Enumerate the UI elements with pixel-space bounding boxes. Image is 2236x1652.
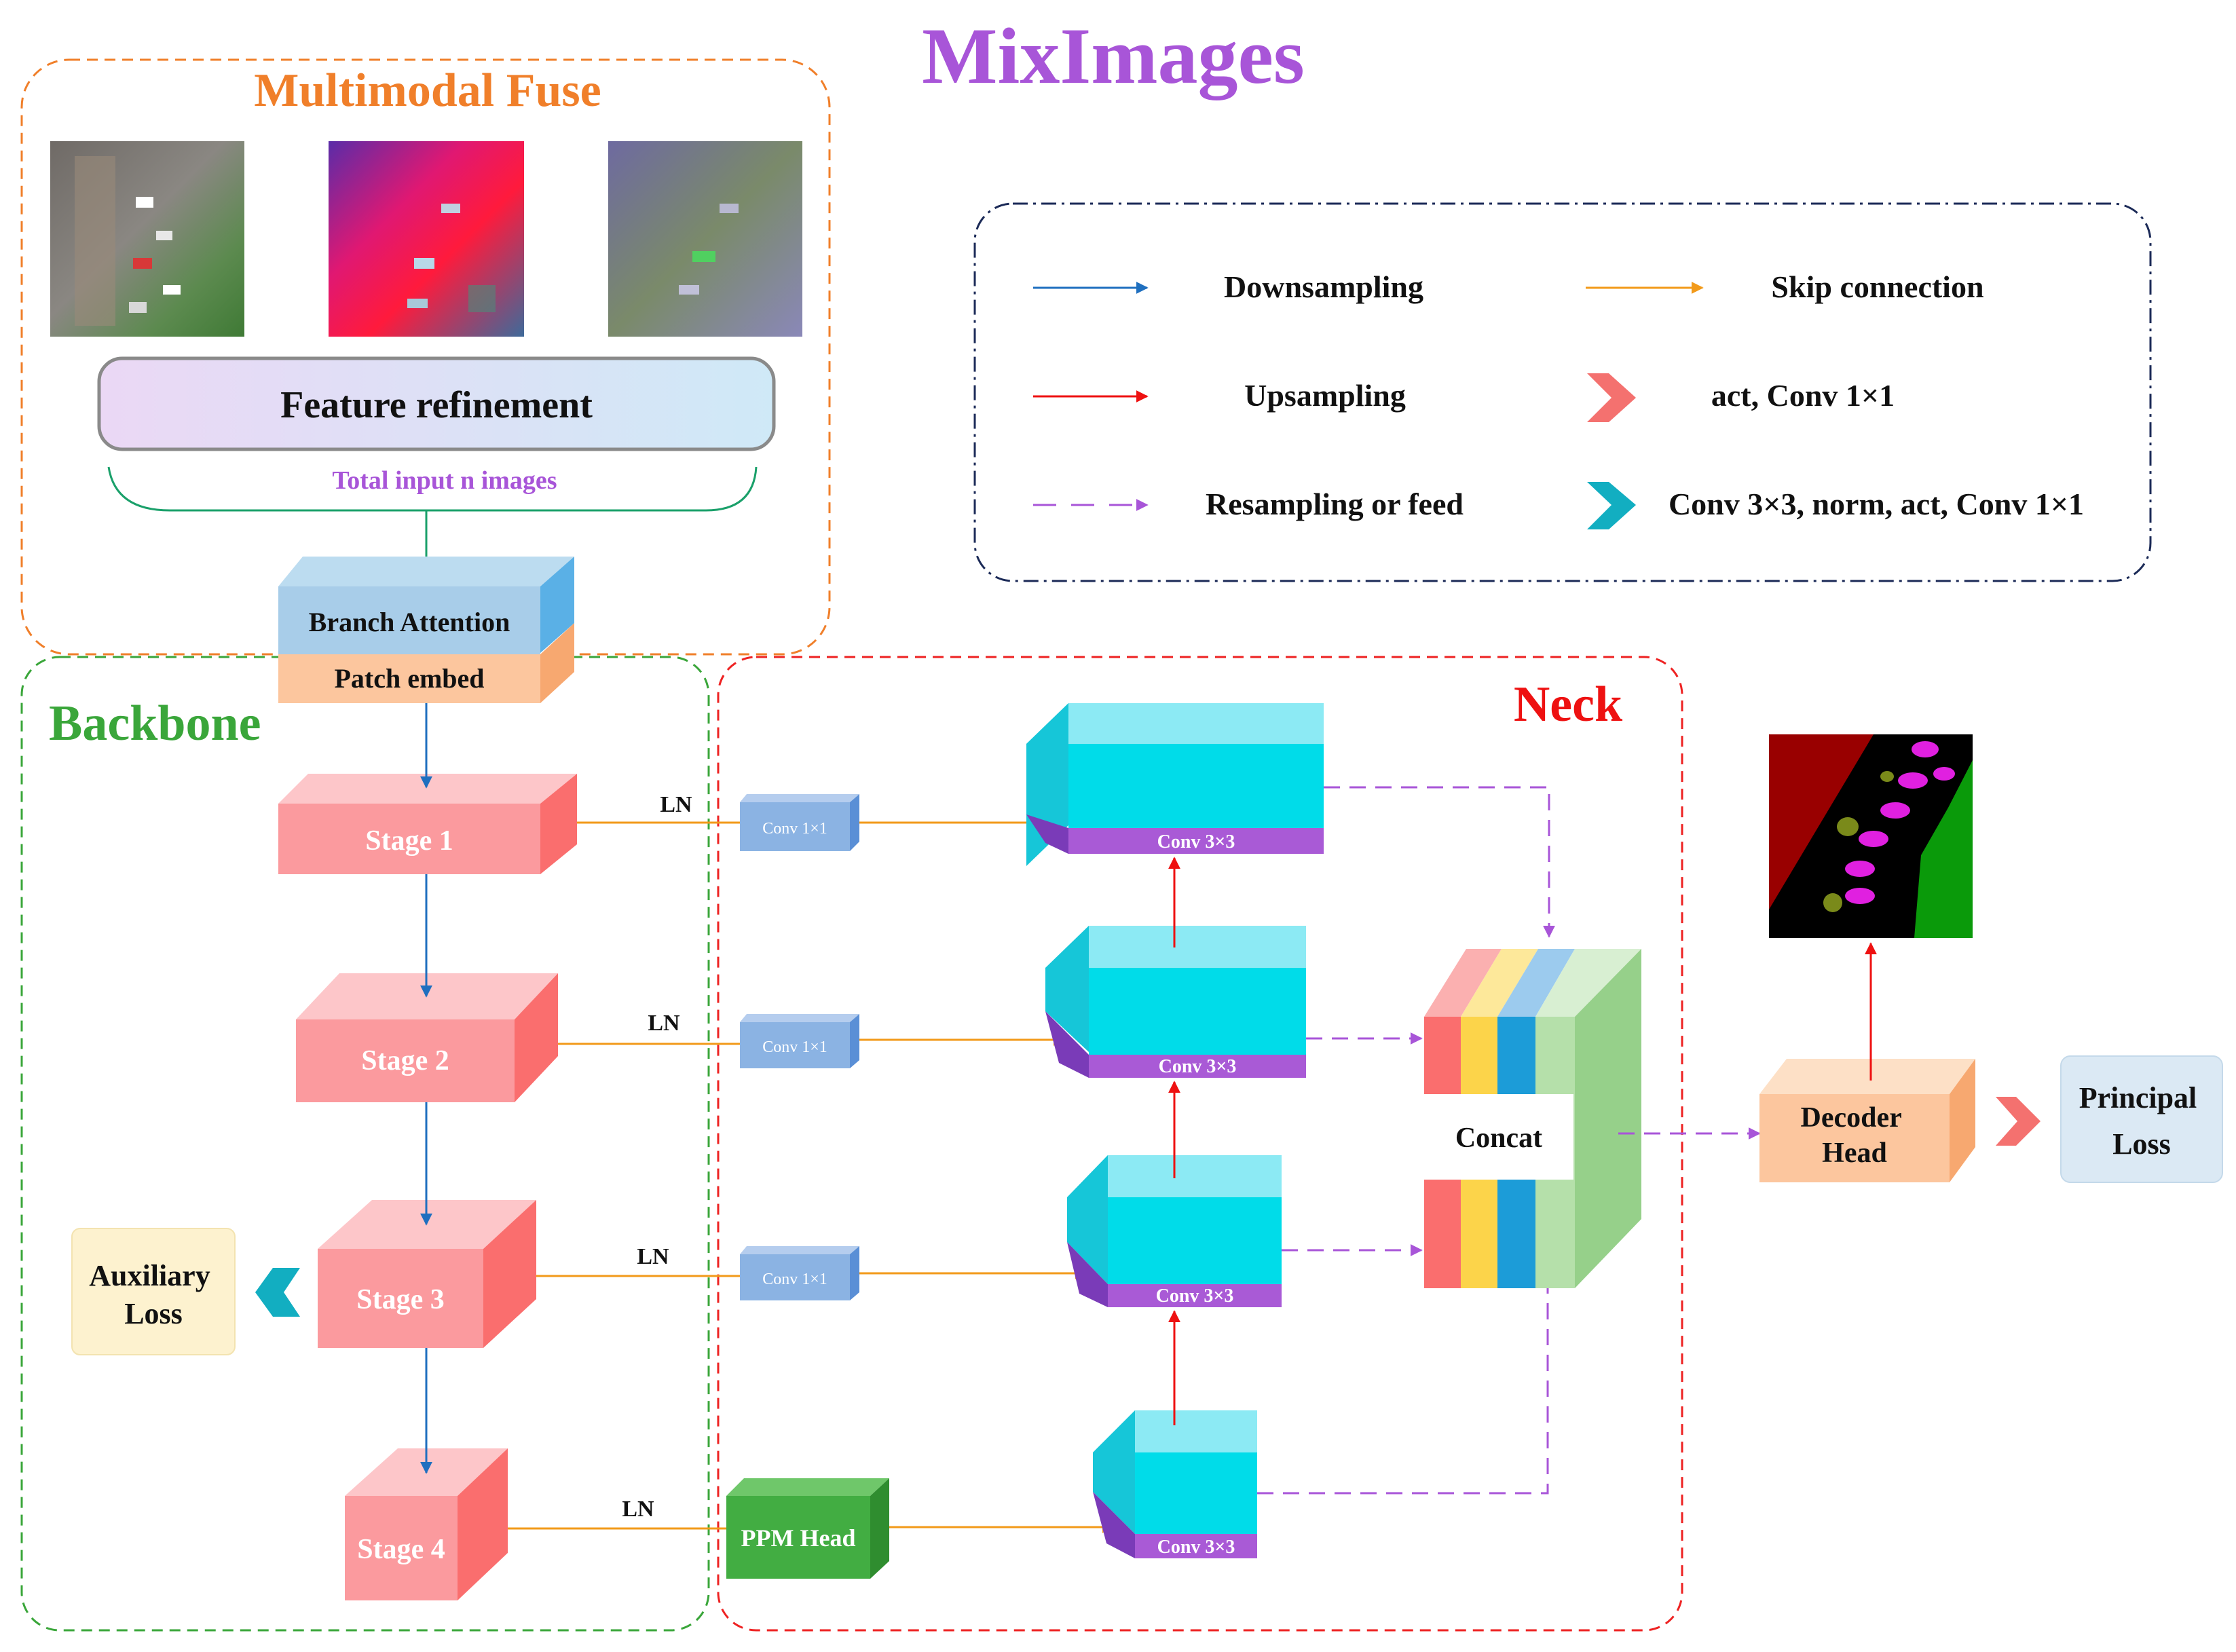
conv3x3-label-2: Conv 3×3 — [1159, 1056, 1237, 1077]
legend-act-conv-label: act, Conv 1×1 — [1711, 378, 1895, 413]
concat-label: Concat — [1455, 1123, 1542, 1154]
ln-label-2: LN — [648, 1011, 680, 1036]
conv1x1-label-1: Conv 1×1 — [762, 820, 827, 838]
conv3x3-block-2 — [1045, 926, 1306, 1078]
neck-group — [717, 656, 1683, 1632]
multimodal-fuse-title: Multimodal Fuse — [254, 64, 601, 117]
total-input-label: Total input n images — [332, 466, 557, 495]
patch-embed-label: Patch embed — [334, 663, 484, 694]
conv1x1-block-2 — [740, 1014, 859, 1068]
conv3x3-label-1: Conv 3×3 — [1157, 831, 1235, 852]
concat-block — [1424, 949, 1641, 1288]
conv3x3-block-3 — [1067, 1155, 1282, 1307]
segmentation-mask-image — [1769, 734, 1973, 938]
neck-title: Neck — [1514, 677, 1623, 732]
legend-resample-label: Resampling or feed — [1206, 487, 1464, 521]
conv3x3-block-4 — [1093, 1410, 1257, 1558]
principal-loss-label: Principal Loss — [2079, 1081, 2205, 1161]
auxiliary-loss-box — [71, 1228, 236, 1355]
ppm-head-block — [726, 1478, 889, 1579]
conv1x1-block-1 — [740, 794, 859, 851]
stage-2-label: Stage 2 — [361, 1045, 449, 1076]
red-chevron-icon — [1996, 1097, 2041, 1146]
branch-attention-block — [278, 557, 574, 703]
legend-teal-chevron-icon — [1587, 482, 1636, 529]
decoder-head-block — [1759, 1059, 1975, 1182]
conv3x3-block-1 — [1026, 703, 1324, 866]
legend-skip-label: Skip connection — [1771, 269, 1983, 304]
input-brace — [107, 466, 758, 512]
stage-1-label: Stage 1 — [365, 825, 453, 857]
ln-label-1: LN — [660, 792, 692, 817]
stage-4-label: Stage 4 — [357, 1534, 445, 1565]
decoder-head-label: Decoder Head — [1801, 1102, 1909, 1169]
stage-1-block — [278, 774, 577, 874]
resample-arrow-4 — [1257, 1288, 1549, 1495]
fused-image — [608, 141, 802, 337]
branch-attention-label: Branch Attention — [309, 607, 510, 637]
ln-label-4: LN — [622, 1497, 654, 1522]
conv3x3-label-3: Conv 3×3 — [1156, 1285, 1234, 1307]
feature-refinement-box — [97, 356, 776, 451]
principal-loss-box — [2060, 1055, 2223, 1183]
resample-arrow-1 — [1324, 786, 1555, 938]
auxiliary-loss-label: Auxiliary Loss — [89, 1259, 217, 1330]
conv1x1-label-2: Conv 1×1 — [762, 1038, 827, 1056]
conv3x3-label-4: Conv 3×3 — [1157, 1537, 1235, 1558]
conv1x1-label-3: Conv 1×1 — [762, 1271, 827, 1288]
ppm-head-label: PPM Head — [741, 1524, 856, 1552]
legend-red-chevron-icon — [1587, 373, 1636, 422]
legend-downsampling-label: Downsampling — [1224, 269, 1423, 304]
thermal-image — [329, 141, 524, 337]
legend-upsampling-label: Upsampling — [1244, 378, 1406, 413]
legend-conv3x3-label: Conv 3×3, norm, act, Conv 1×1 — [1669, 487, 2084, 521]
ln-label-3: LN — [637, 1244, 669, 1269]
teal-chevron-icon — [255, 1268, 300, 1317]
rgb-image — [50, 141, 244, 337]
conv1x1-block-3 — [740, 1246, 859, 1300]
feature-refinement-label: Feature refinement — [280, 384, 593, 426]
stage-3-label: Stage 3 — [356, 1284, 445, 1315]
page-title: MixImages — [922, 12, 1305, 100]
backbone-title: Backbone — [49, 696, 261, 751]
legend-box — [973, 202, 2152, 582]
